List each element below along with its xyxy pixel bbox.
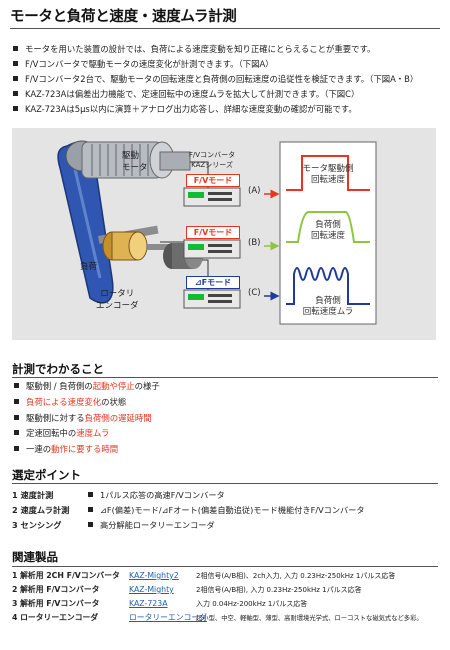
title-divider	[10, 28, 440, 29]
mode-badge-c: ⊿Fモード	[186, 276, 240, 289]
product-row: 4 ロータリーエンコーダロータリーエンコーダ超小型、中空、軽軸型、薄型、高耐環境…	[12, 611, 423, 625]
system-diagram: 駆動 モータ F/Vコンバータ KAZシリーズ 負荷 ロータリ エンコーダ F/…	[12, 128, 436, 340]
intro-bullet: モータを用いた装置の設計では、負荷による速度変動を知り正確にとらえることが重要で…	[13, 42, 418, 57]
points-divider	[12, 483, 438, 484]
graph-a-trace	[286, 155, 370, 191]
converter-series-label: F/Vコンバータ KAZシリーズ	[188, 151, 236, 169]
measure-item: 負荷による速度変化の状態	[14, 395, 160, 411]
intro-bullet: KAZ-723Aは5μs以内に演算＋アナログ出力応答し、詳細な速度変動の確認が可…	[13, 102, 418, 117]
intro-bullet: KAZ-723Aは偏差出力機能で、定速回転中の速度ムラを拡大して計測できます。（…	[13, 87, 418, 102]
graph-b-label: 負荷側 回転速度	[310, 220, 345, 241]
marker-c: (C)	[248, 288, 261, 298]
measure-divider	[12, 377, 438, 378]
product-link-rotary-encoder[interactable]: ロータリーエンコーダ	[129, 613, 207, 622]
bullet-square-icon	[13, 76, 18, 81]
drive-motor-icon	[65, 140, 191, 179]
converter-unit-a-icon	[183, 187, 241, 207]
measure-list: 駆動側 / 負荷側の起動や停止の様子 負荷による速度変化の状態 駆動側に対する負…	[14, 379, 160, 458]
graph-c-label: 負荷側 回転速度ムラ	[302, 296, 354, 317]
bullet-square-icon	[13, 91, 18, 96]
marker-a: (A)	[248, 186, 261, 196]
product-link-kaz-723a[interactable]: KAZ-723A	[129, 599, 168, 608]
graph-panel	[279, 141, 377, 325]
graph-a-label: モータ駆動側 回転速度	[302, 164, 354, 185]
bullet-square-icon	[14, 398, 19, 404]
measure-item: 駆動側に対する負荷側の遅延時間	[14, 411, 160, 427]
bullet-square-icon	[88, 507, 93, 512]
diagram-artwork	[57, 140, 377, 325]
bullet-square-icon	[14, 383, 19, 388]
bullet-square-icon	[13, 46, 18, 51]
graph-b-trace	[286, 211, 370, 243]
product-link-kaz-mighty[interactable]: KAZ-Mighty	[129, 585, 174, 594]
graph-c-trace	[286, 267, 370, 305]
marker-b: (B)	[248, 238, 261, 248]
mode-badge-b: F/Vモード	[186, 226, 240, 239]
measure-item: 一連の動作に要する時間	[14, 442, 160, 458]
point-row: 3 センシング高分解能ロータリーエンコーダ	[12, 520, 215, 530]
bullet-square-icon	[14, 414, 19, 420]
products-heading: 関連製品	[12, 550, 58, 564]
load-label: 負荷	[80, 262, 98, 272]
point-row: 2 速度ムラ計測⊿F(偏差)モード/⊿Fオート(偏差自動追従)モード機能付きF/…	[12, 505, 365, 515]
encoder-label: ロータリ エンコーダ	[96, 289, 139, 311]
intro-bullet: F/Vコンバータ2台で、駆動モータの回転速度と負荷側の回転速度の追従性を検証でき…	[13, 72, 418, 87]
motor-label: 駆動 モータ	[122, 151, 148, 173]
page-title: モータと負荷と速度・速度ムラ計測	[10, 9, 237, 25]
bullet-square-icon	[88, 492, 93, 497]
points-heading: 選定ポイント	[12, 468, 81, 482]
measure-item: 駆動側 / 負荷側の起動や停止の様子	[14, 379, 160, 395]
intro-bullet: F/Vコンバータで駆動モータの速度変化が計測できます。（下図A）	[13, 57, 418, 72]
bullet-square-icon	[14, 446, 19, 452]
load-cylinder-icon	[102, 231, 148, 261]
mode-badge-a: F/Vモード	[186, 174, 240, 187]
product-link-kaz-mighty2[interactable]: KAZ-Mighty2	[129, 571, 179, 580]
intro-bullet-list: モータを用いた装置の設計では、負荷による速度変動を知り正確にとらえることが重要で…	[13, 42, 418, 117]
converter-unit-c-icon	[183, 289, 241, 309]
products-divider	[12, 566, 438, 567]
bullet-square-icon	[13, 61, 18, 66]
bullet-square-icon	[13, 106, 18, 111]
measure-heading: 計測でわかること	[12, 362, 104, 376]
converter-unit-b-icon	[183, 239, 241, 259]
bullet-square-icon	[88, 522, 93, 527]
measure-item: 定速回転中の速度ムラ	[14, 426, 160, 442]
bullet-square-icon	[14, 430, 19, 436]
